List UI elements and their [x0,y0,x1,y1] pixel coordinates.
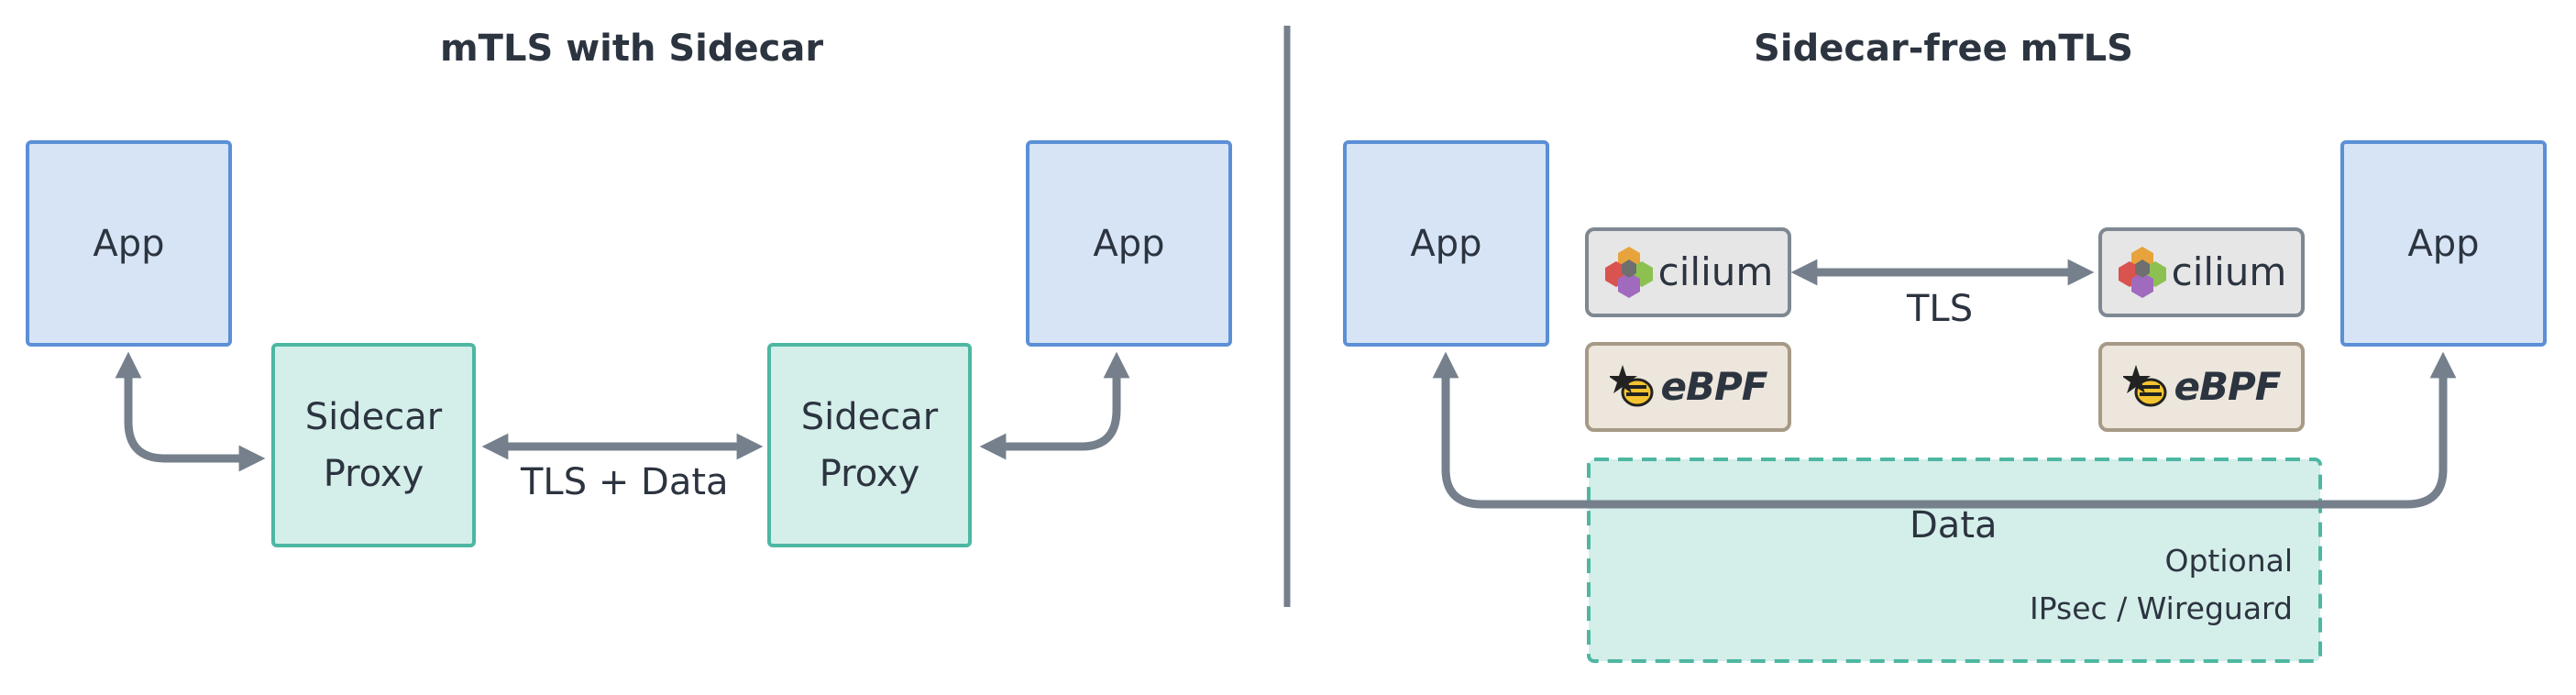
arrow-app-left-to-proxy [115,351,266,472]
optional-encryption-region [1587,458,2322,663]
right-panel-title: Sidecar-free mTLS [1754,28,2133,70]
tls-data-label: TLS + Data [521,461,729,503]
optional-label: Optional [2164,543,2293,579]
ebpf-logo-text: eBPF [2174,364,2282,409]
app-box-right-sidecar-free: App [2340,140,2547,347]
arrow-proxy-to-app-right [979,351,1130,460]
app-box-right: App [1026,140,1232,347]
cilium-logo-text: cilium [1657,249,1774,294]
ebpf-bee-logo-icon [2122,365,2166,407]
sidecar-proxy-right: Sidecar Proxy [767,343,972,547]
cilium-logo-text: cilium [2171,249,2287,294]
sidecar-proxy-left: Sidecar Proxy [271,343,476,547]
app-box-left: App [26,140,232,347]
ebpf-logo-text: eBPF [1660,364,1768,409]
ebpf-logo-right: eBPF [2098,342,2305,432]
cilium-logo-left: cilium [1585,227,1791,317]
tls-label: TLS [1907,288,1974,330]
app-box-left-sidecar-free: App [1343,140,1549,347]
arrow-data-app-to-app [1432,351,2457,509]
ebpf-logo-left: eBPF [1585,342,1791,432]
cilium-hexagon-logo-icon [1604,247,1653,298]
cilium-hexagon-logo-icon [2118,247,2166,298]
cilium-logo-right: cilium [2098,227,2305,317]
ipsec-wireguard-label: IPsec / Wireguard [2029,590,2293,626]
left-panel-title: mTLS with Sidecar [440,28,824,70]
ebpf-bee-logo-icon [1609,365,1653,407]
data-label: Data [1910,504,1998,546]
